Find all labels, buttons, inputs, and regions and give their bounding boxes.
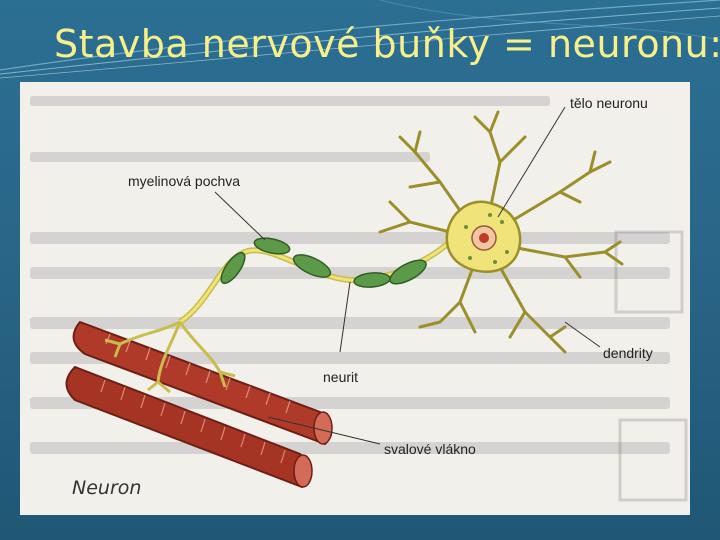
label-muscle-fiber: svalové vlákno	[384, 441, 476, 457]
neuron-figure: tělo neuronu myelinová pochva dendrity n…	[20, 82, 690, 515]
header-swoosh-decoration	[0, 0, 720, 79]
slide-title: Stavba nervové buňky = neuronu:	[54, 22, 720, 66]
neuron-diagram: tělo neuronu myelinová pochva dendrity n…	[30, 95, 688, 502]
label-cell-body: tělo neuronu	[570, 95, 648, 111]
label-neurite: neurit	[323, 369, 358, 385]
muscle-fibers	[65, 320, 333, 489]
leader-lines	[214, 106, 601, 445]
label-myelin-sheath: myelinová pochva	[128, 173, 240, 189]
neuron-cell-body	[445, 200, 522, 273]
dendrites	[378, 110, 624, 354]
faded-icon-boxes	[614, 230, 688, 502]
figure-caption: Neuron	[72, 477, 141, 499]
label-dendrites: dendrity	[603, 345, 653, 361]
axon-terminals	[104, 320, 236, 394]
myelin-sheath-segments	[220, 237, 427, 288]
axon	[178, 239, 452, 325]
